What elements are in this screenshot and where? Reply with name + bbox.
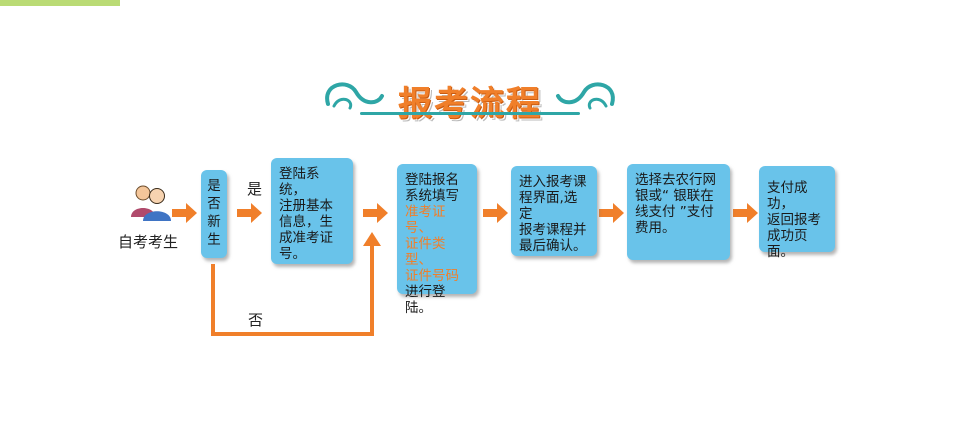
arrow-step3-to-step4 [599,203,624,223]
step3-line: 程界面,选定 [519,190,578,222]
step5-line: 支付成功， [767,180,808,212]
step2-highlight: 证件号码 [405,268,459,284]
step2-line: 进行登陆。 [405,284,446,316]
two-users-icon [131,185,171,221]
yes-label: 是 [247,180,263,198]
start-node [122,183,182,223]
step2-line: 系统填写 [405,188,459,204]
step1-line: 号。 [279,246,306,262]
step4-line: 费用。 [635,220,676,236]
step2-highlight: 准考证号、 [405,204,446,236]
arrow-step2-to-step3 [483,203,508,223]
step4-line: 选择去农行网 [635,172,716,188]
no-label: 否 [248,311,264,329]
step-login: 登陆报名 系统填写 准考证号、 证件类型、 证件号码 进行登陆。 [397,164,477,316]
step-payment: 选择去农行网 银或“ 银联在 线支付 ”支付 费用。 [627,164,730,260]
step3-line: 报考课程并 [519,222,587,238]
step2-highlight: 证件类型、 [405,236,446,268]
arrow-start-to-decision [172,203,197,223]
step3-line: 最后确认。 [519,238,587,254]
arrow-decision-to-step1 [237,203,262,223]
title-ornament [325,82,615,110]
no-branch-arrowhead [363,232,381,246]
step1-line: 信息，生 [279,214,333,230]
start-label: 自考考生 [118,233,179,251]
step5-line: 返回报考 [767,212,821,228]
decision-text: 是否新生 [207,178,221,248]
page-title: 报考流程 [398,84,542,124]
step1-line: 登陆系统， [279,166,320,198]
no-branch-line [211,244,374,336]
step2-line: 登陆报名 [405,172,459,188]
step5-line: 成功页面。 [767,228,808,260]
corner-decoration [0,0,120,6]
arrow-step4-to-step5 [733,203,758,223]
step4-line: 银或“ 银联在 [635,188,714,204]
title-banner: 报考流程 [320,74,620,124]
step-success: 支付成功， 返回报考 成功页面。 [759,166,835,260]
step-select-courses: 进入报考课 程界面,选定 报考课程并 最后确认。 [511,166,597,256]
step1-line: 成准考证 [279,230,333,246]
step-register: 登陆系统， 注册基本 信息，生 成准考证 号。 [271,158,353,264]
step3-line: 进入报考课 [519,174,587,190]
step1-line: 注册基本 [279,198,333,214]
title-underline [360,112,580,115]
step4-line: 线支付 ”支付 [635,204,714,220]
arrow-step1-to-step2 [363,203,388,223]
decision-box: 是否新生 [201,170,227,258]
